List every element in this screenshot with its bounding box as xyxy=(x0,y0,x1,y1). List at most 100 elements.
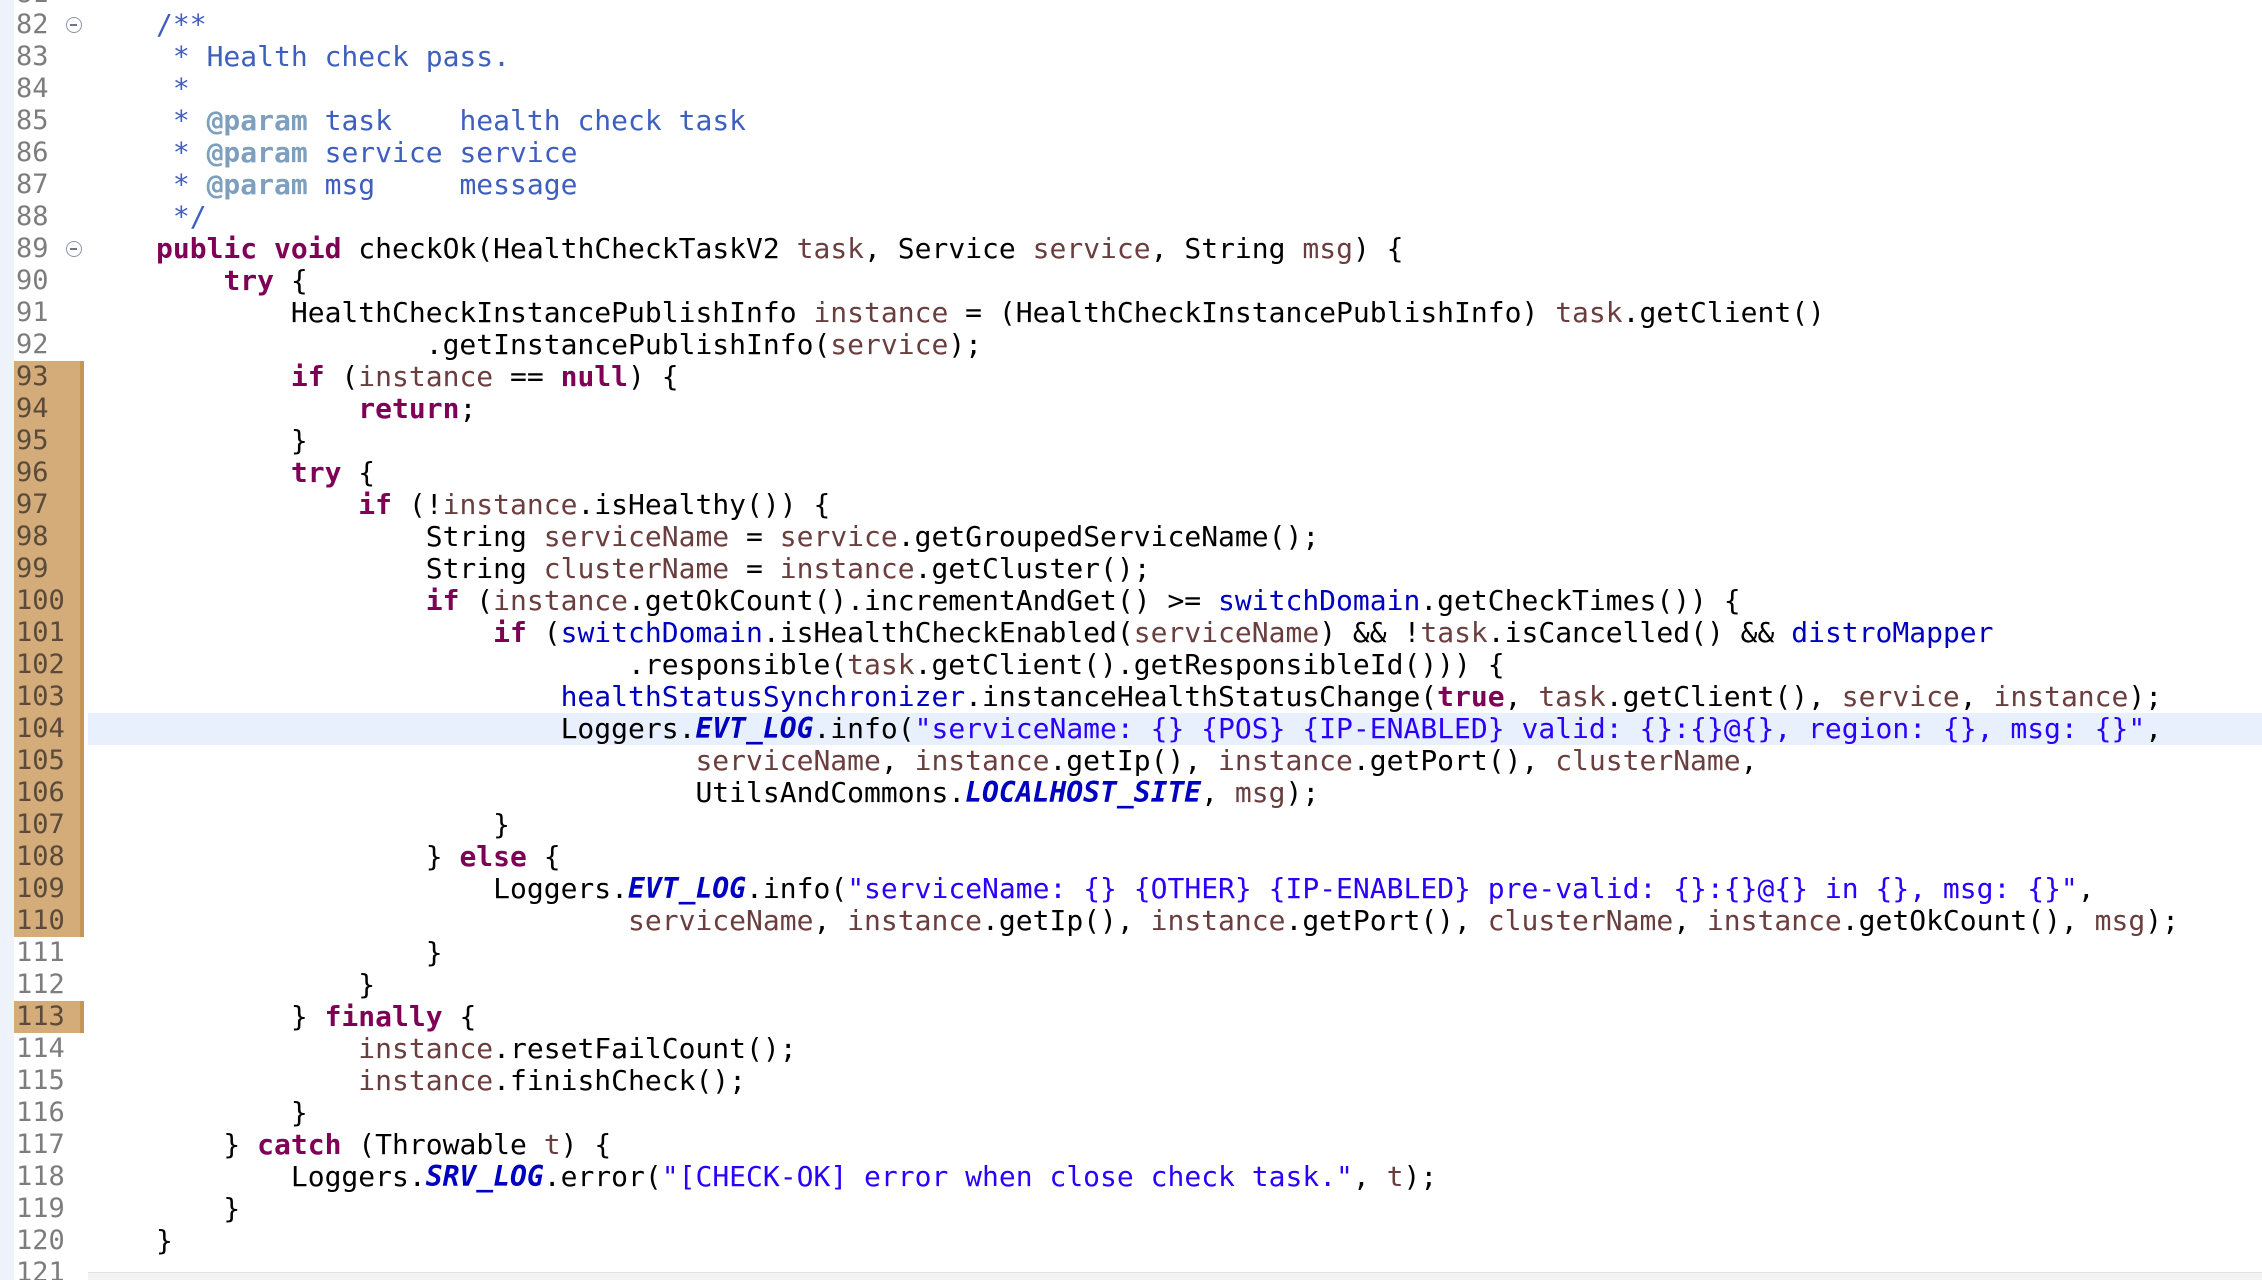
code-text: ); xyxy=(2128,680,2163,713)
variable: serviceName xyxy=(695,744,881,777)
string-literal: "[CHECK-OK] error when close check task.… xyxy=(661,1160,1353,1193)
code-line[interactable]: */ xyxy=(88,201,2262,233)
line-number: 116 xyxy=(16,1097,65,1128)
code-area[interactable]: /** * Health check pass. * * @param task… xyxy=(88,0,2262,1280)
variable: instance xyxy=(914,744,1050,777)
variable: instance xyxy=(358,1064,494,1097)
code-text: , xyxy=(880,744,915,777)
string-literal: "serviceName: {} {OTHER} {IP-ENABLED} pr… xyxy=(847,872,2078,905)
code-line[interactable]: * @param service service xyxy=(88,137,2262,169)
current-code-line[interactable]: Loggers.EVT_LOG.info("serviceName: {} {P… xyxy=(88,713,2262,745)
comment: service service xyxy=(307,136,578,169)
code-text: (Throwable xyxy=(341,1128,544,1161)
code-text: } xyxy=(156,968,376,1001)
variable: t xyxy=(543,1128,561,1161)
line-number: 89 xyxy=(16,233,49,264)
horizontal-scrollbar[interactable] xyxy=(88,1272,2262,1280)
code-line[interactable]: if (instance.getOkCount().incrementAndGe… xyxy=(88,585,2262,617)
code-text: .responsible( xyxy=(156,648,848,681)
code-line[interactable]: if (!instance.isHealthy()) { xyxy=(88,489,2262,521)
code-line[interactable]: instance.resetFailCount(); xyxy=(88,1033,2262,1065)
code-text: , xyxy=(1959,680,1994,713)
code-line[interactable]: } else { xyxy=(88,841,2262,873)
code-line[interactable]: Loggers.EVT_LOG.info("serviceName: {} {O… xyxy=(88,873,2262,905)
keyword: finally xyxy=(324,1000,443,1033)
code-line[interactable]: if (switchDomain.isHealthCheckEnabled(se… xyxy=(88,617,2262,649)
code-line[interactable]: return; xyxy=(88,393,2262,425)
variable: msg xyxy=(2094,904,2146,937)
code-line[interactable]: instance.finishCheck(); xyxy=(88,1065,2262,1097)
code-line[interactable]: serviceName, instance.getIp(), instance.… xyxy=(88,745,2262,777)
code-text: = (HealthCheckInstancePublishInfo) xyxy=(948,296,1556,329)
code-line[interactable]: healthStatusSynchronizer.instanceHealthS… xyxy=(88,681,2262,713)
code-text xyxy=(156,680,561,713)
variable: service xyxy=(779,520,898,553)
code-text: , Service xyxy=(864,232,1033,265)
fold-collapse-icon[interactable] xyxy=(66,17,82,33)
code-text xyxy=(156,264,223,297)
code-line[interactable]: } xyxy=(88,1097,2262,1129)
comment: * xyxy=(156,136,207,169)
line-number: 110 xyxy=(14,905,84,937)
line-number: 104 xyxy=(14,713,84,745)
code-line[interactable]: public void checkOk(HealthCheckTaskV2 ta… xyxy=(88,233,2262,265)
code-line[interactable]: .getInstancePublishInfo(service); xyxy=(88,329,2262,361)
code-line[interactable]: } xyxy=(88,937,2262,969)
code-text: ) { xyxy=(628,360,679,393)
comment: */ xyxy=(156,200,207,233)
variable: clusterName xyxy=(1487,904,1674,937)
code-line[interactable]: UtilsAndCommons.LOCALHOST_SITE, msg); xyxy=(88,777,2262,809)
variable: instance xyxy=(358,360,494,393)
code-line[interactable]: .responsible(task.getClient().getRespons… xyxy=(88,649,2262,681)
code-line[interactable]: String clusterName = instance.getCluster… xyxy=(88,553,2262,585)
code-line[interactable]: /** xyxy=(88,9,2262,41)
code-line[interactable]: } catch (Throwable t) { xyxy=(88,1129,2262,1161)
code-line[interactable]: } xyxy=(88,969,2262,1001)
code-line[interactable]: } xyxy=(88,425,2262,457)
code-text: .info( xyxy=(746,872,848,905)
code-text: } xyxy=(156,424,308,457)
code-text: .getCheckTimes()) { xyxy=(1420,584,1741,617)
code-text xyxy=(156,456,291,489)
code-line[interactable]: String serviceName = service.getGroupedS… xyxy=(88,521,2262,553)
comment: * xyxy=(156,104,207,137)
code-line[interactable]: } xyxy=(88,809,2262,841)
code-line[interactable]: * xyxy=(88,73,2262,105)
static-field: EVT_LOG xyxy=(628,872,747,905)
code-line[interactable]: * Health check pass. xyxy=(88,41,2262,73)
line-number: 86 xyxy=(16,137,49,168)
line-number: 88 xyxy=(16,201,49,232)
code-text: UtilsAndCommons. xyxy=(156,776,966,809)
static-field: SRV_LOG xyxy=(425,1160,544,1193)
code-line[interactable]: Loggers.SRV_LOG.error("[CHECK-OK] error … xyxy=(88,1161,2262,1193)
code-text xyxy=(156,616,493,649)
code-text: } xyxy=(156,1192,241,1225)
code-line[interactable]: } xyxy=(88,1193,2262,1225)
code-text: .isHealthy()) { xyxy=(577,488,831,521)
code-line[interactable]: } finally { xyxy=(88,1001,2262,1033)
line-number: 82 xyxy=(16,9,49,40)
code-line[interactable]: HealthCheckInstancePublishInfo instance … xyxy=(88,297,2262,329)
variable: instance xyxy=(1150,904,1286,937)
variable: clusterName xyxy=(543,552,730,585)
code-line[interactable]: try { xyxy=(88,457,2262,489)
static-field: EVT_LOG xyxy=(695,712,814,745)
code-line[interactable]: * @param msg message xyxy=(88,169,2262,201)
code-text: } xyxy=(156,808,511,841)
line-number: 83 xyxy=(16,41,49,72)
fold-collapse-icon[interactable] xyxy=(66,241,82,257)
code-text: = xyxy=(729,520,780,553)
code-text: .error( xyxy=(543,1160,662,1193)
code-line[interactable]: if (instance == null) { xyxy=(88,361,2262,393)
comment: task health check task xyxy=(307,104,747,137)
code-text: } xyxy=(156,1128,258,1161)
variable: instance xyxy=(779,552,915,585)
code-text: } xyxy=(156,840,460,873)
code-line[interactable]: } xyxy=(88,1225,2262,1257)
code-text: ; xyxy=(459,392,477,425)
code-line[interactable]: * @param task health check task xyxy=(88,105,2262,137)
code-line[interactable]: serviceName, instance.getIp(), instance.… xyxy=(88,905,2262,937)
code-line[interactable]: try { xyxy=(88,265,2262,297)
variable: task xyxy=(1555,296,1623,329)
